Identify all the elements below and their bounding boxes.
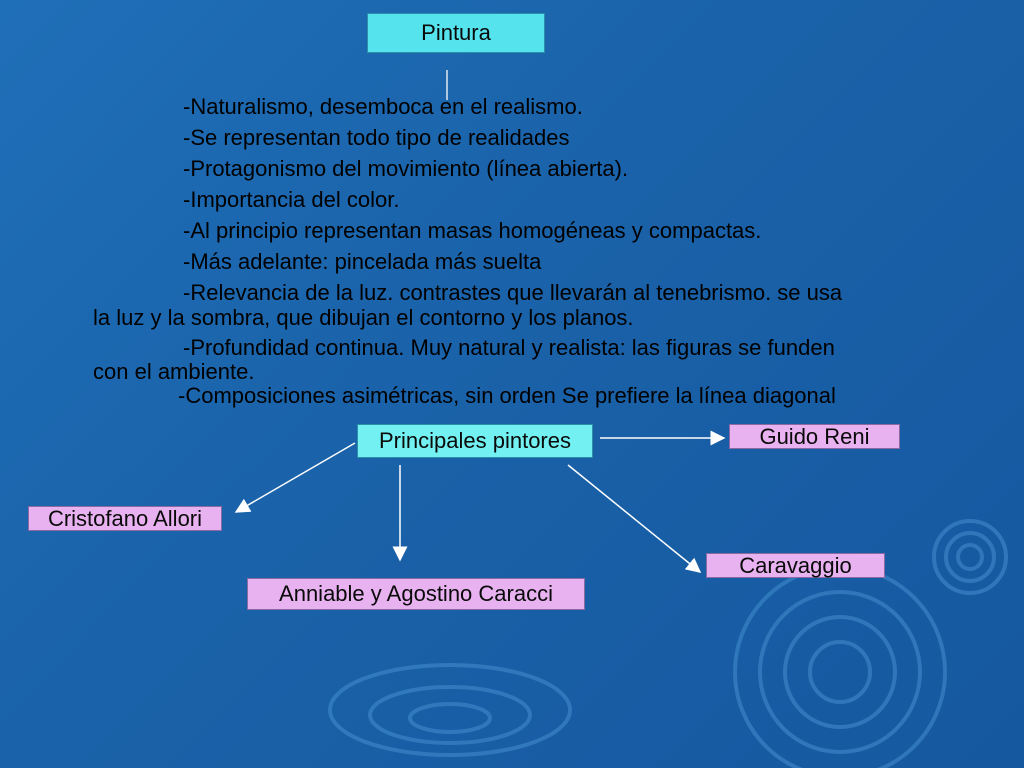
title-label: Pintura	[421, 20, 491, 45]
point-1: -Naturalismo, desemboca en el realismo.	[183, 94, 583, 119]
painter-label-caracci: Anniable y Agostino Caracci	[279, 581, 553, 606]
point-6: -Más adelante: pincelada más suelta	[183, 249, 542, 274]
point-9: -Composiciones asimétricas, sin orden Se…	[178, 383, 836, 408]
main-painters-label: Principales pintores	[379, 428, 571, 453]
main-painters-box: Principales pintores	[357, 424, 593, 458]
point-8-line-2: con el ambiente.	[93, 359, 255, 384]
point-3: -Protagonismo del movimiento (línea abie…	[183, 156, 629, 181]
arrow-to-caravaggio	[567, 464, 702, 573]
painter-label-allori: Cristofano Allori	[47, 505, 203, 531]
painter-label-reni: Guido Reni	[759, 423, 870, 449]
point-5: -Al principio representan masas homogéne…	[183, 218, 762, 243]
painter-box-caravaggio: Caravaggio	[706, 553, 885, 578]
title-box: Pintura	[367, 13, 545, 53]
point-7-line-2: la luz y la sombra, que dibujan el conto…	[93, 305, 634, 330]
point-8-line-1: -Profundidad continua. Muy natural y rea…	[183, 335, 835, 360]
arrow-to-allori	[234, 442, 356, 513]
painter-label-caravaggio: Caravaggio	[739, 552, 852, 578]
painter-box-reni: Guido Reni	[729, 424, 900, 449]
point-2: -Se representan todo tipo de realidades	[183, 125, 570, 150]
painter-box-caracci: Anniable y Agostino Caracci	[247, 578, 585, 610]
point-4: -Importancia del color.	[183, 187, 400, 212]
point-7-line-1: -Relevancia de la luz. contrastes que ll…	[183, 280, 843, 305]
painter-box-allori: Cristofano Allori	[28, 506, 222, 531]
